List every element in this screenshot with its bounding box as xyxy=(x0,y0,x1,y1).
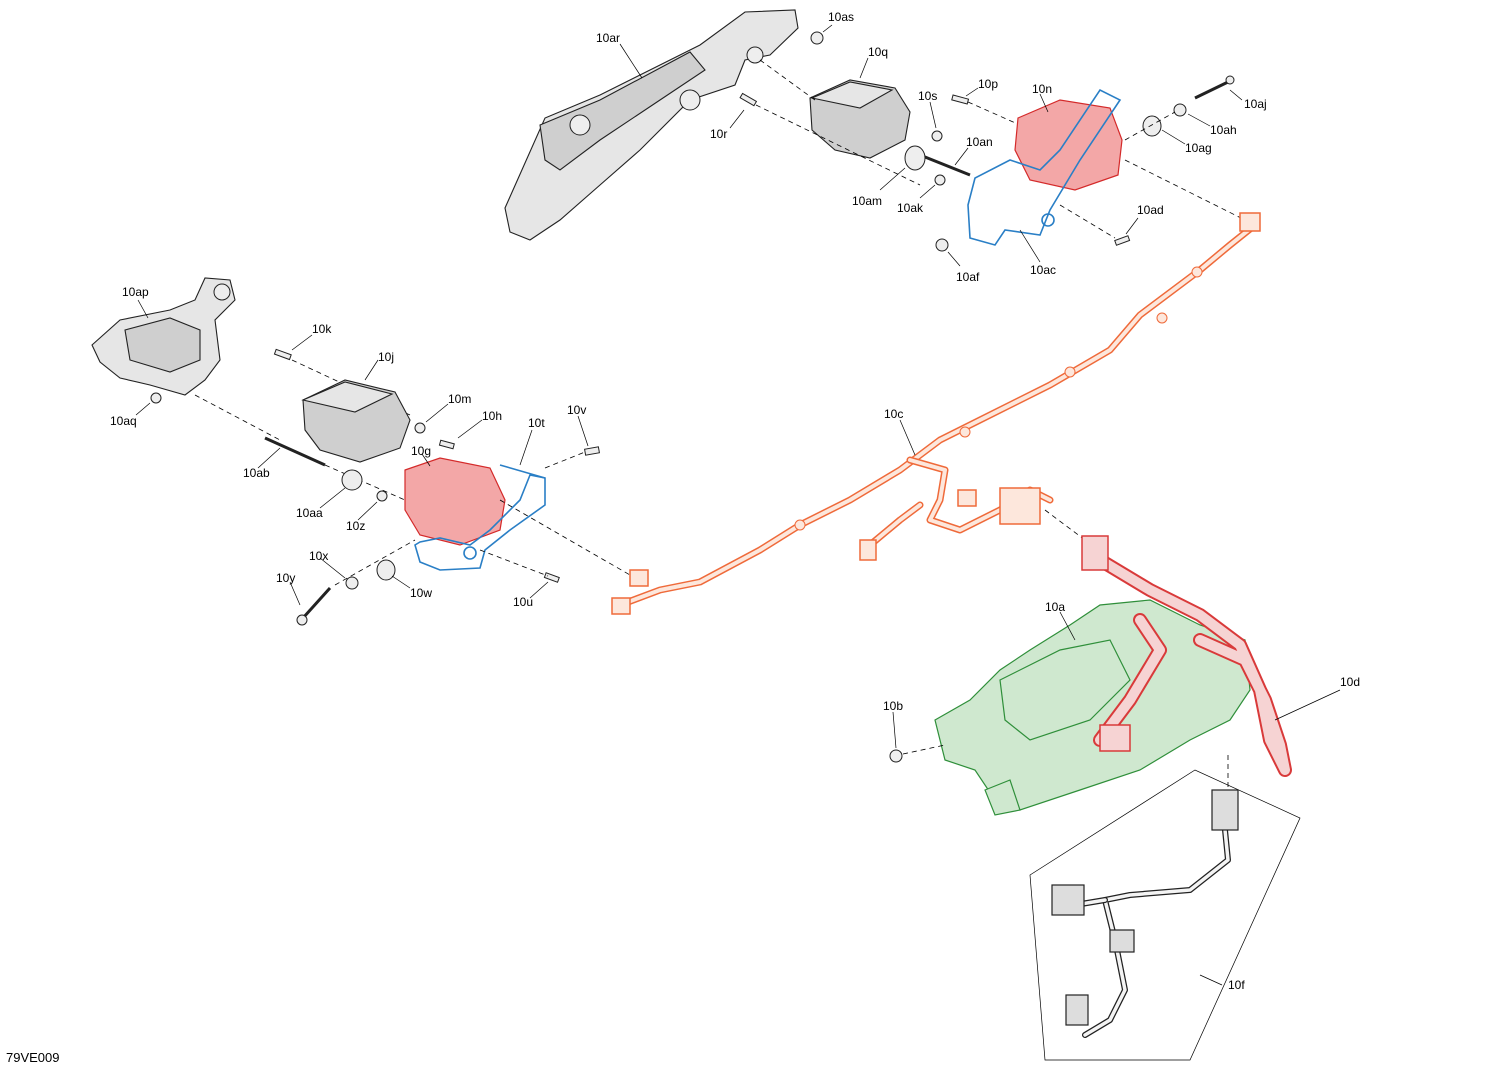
callout-10a: 10a xyxy=(1045,600,1065,614)
part-10ah-washer xyxy=(1173,103,1211,127)
callout-10q: 10q xyxy=(868,45,888,59)
callout-10y: 10y xyxy=(276,571,295,585)
callout-10aq: 10aq xyxy=(110,414,137,428)
callout-10d: 10d xyxy=(1340,675,1360,689)
callout-10ah: 10ah xyxy=(1210,123,1237,137)
part-10y-bolt xyxy=(289,539,416,626)
part-10s-washer xyxy=(929,101,943,142)
part-10h-screw xyxy=(438,419,483,450)
callout-10g: 10g xyxy=(411,444,431,458)
callout-10af: 10af xyxy=(956,270,980,284)
part-10ac-bracket xyxy=(967,88,1122,263)
callout-10aa: 10aa xyxy=(296,506,323,520)
part-10as-nut xyxy=(810,24,833,45)
callout-10r: 10r xyxy=(710,127,727,141)
callout-10x: 10x xyxy=(309,549,328,563)
callout-10z: 10z xyxy=(346,519,365,533)
part-10ar-bracket xyxy=(504,9,799,241)
callout-10p: 10p xyxy=(978,77,998,91)
callout-10ar: 10ar xyxy=(596,31,620,45)
callout-10as: 10as xyxy=(828,10,854,24)
part-10b-screw xyxy=(889,711,946,763)
callout-10ab: 10ab xyxy=(243,466,270,480)
part-10ab-stud xyxy=(257,436,406,501)
part-10d-harness xyxy=(1081,535,1341,777)
part-10aa-spacer xyxy=(319,469,363,509)
figure-reference-code: 79VE009 xyxy=(6,1050,60,1065)
callout-10ak: 10ak xyxy=(897,201,924,215)
part-10t-bracket xyxy=(414,429,546,571)
part-10w-grommet xyxy=(376,559,411,589)
part-10v-screw xyxy=(544,415,600,469)
callout-10c: 10c xyxy=(884,407,903,421)
part-10n-module xyxy=(1014,93,1123,191)
callout-10ac: 10ac xyxy=(1030,263,1056,277)
part-10p-screw xyxy=(951,87,1021,126)
part-10r-screw xyxy=(729,92,921,186)
part-10q-controller xyxy=(759,57,911,159)
part-10j-controller xyxy=(301,359,411,463)
callout-10w: 10w xyxy=(410,586,432,600)
part-10am-spacer xyxy=(879,145,926,191)
callout-10b: 10b xyxy=(883,699,903,713)
callout-10an: 10an xyxy=(966,135,993,149)
callout-10j: 10j xyxy=(378,350,394,364)
part-10m-washer xyxy=(414,403,449,434)
part-10aq-nut xyxy=(135,392,281,441)
part-10an-stud xyxy=(919,147,971,177)
part-10f-harness xyxy=(1051,789,1239,1038)
part-10ap-bracket xyxy=(91,277,236,396)
callout-10t: 10t xyxy=(528,416,545,430)
callout-10aj: 10aj xyxy=(1244,97,1267,111)
callout-10s: 10s xyxy=(918,89,937,103)
part-10ag-grommet xyxy=(1142,115,1186,145)
callout-10am: 10am xyxy=(852,194,882,208)
callout-10v: 10v xyxy=(567,403,586,417)
part-10g-module xyxy=(404,453,506,546)
part-10a-base xyxy=(934,599,1251,816)
callout-10f: 10f xyxy=(1228,978,1245,992)
part-10ak-nut xyxy=(919,174,946,199)
part-10c-harness xyxy=(611,212,1261,615)
callout-10k: 10k xyxy=(312,322,332,336)
part-10z-nut xyxy=(357,490,388,521)
part-10aj-bolt xyxy=(1124,75,1243,141)
part-10af-nut xyxy=(935,238,961,267)
callout-10h: 10h xyxy=(482,409,502,423)
callout-10ag: 10ag xyxy=(1185,141,1212,155)
part-10ad-screw xyxy=(1059,159,1246,246)
callout-10ad: 10ad xyxy=(1137,203,1164,217)
callout-10ap: 10ap xyxy=(122,285,149,299)
part-10x-washer xyxy=(319,557,359,590)
callout-10u: 10u xyxy=(513,595,533,609)
part-10u-screw xyxy=(479,499,631,599)
callout-10m: 10m xyxy=(448,392,471,406)
callout-10n: 10n xyxy=(1032,82,1052,96)
